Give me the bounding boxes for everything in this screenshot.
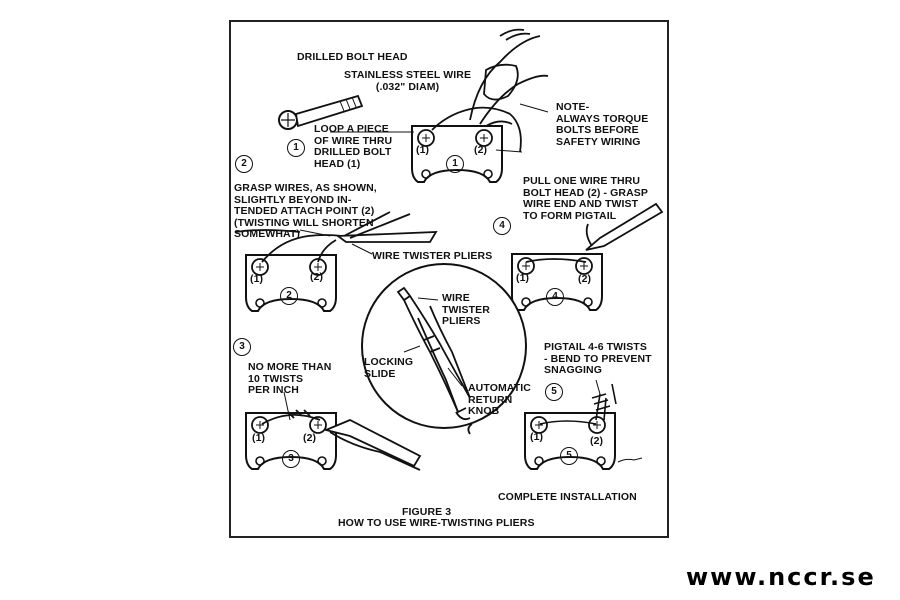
- locking-slide-label: LOCKING SLIDE: [364, 356, 414, 380]
- pull-one-wire-label: PULL ONE WIRE THRU BOLT HEAD (2) - GRASP…: [523, 175, 648, 222]
- drilled-bolt-head-label: DRILLED BOLT HEAD: [297, 51, 408, 63]
- hand-drawing: [431, 28, 549, 153]
- step-number-3: 3: [233, 338, 251, 356]
- wire-twister-pliers-label: WIRE TWISTER PLIERS: [372, 250, 493, 262]
- twister-pliers-drawing: [396, 286, 473, 435]
- step-number-5-plate: 5: [560, 447, 578, 465]
- pliers-step-3: [261, 409, 422, 471]
- pigtail-step-5: [539, 383, 643, 463]
- torque-note-label: NOTE- ALWAYS TORQUE BOLTS BEFORE SAFETY …: [556, 101, 649, 148]
- leader-lines: [283, 103, 601, 421]
- stainless-wire-label: STAINLESS STEEL WIRE (.032" DIAM): [344, 69, 472, 93]
- bolt-label-1-step-5: (1): [530, 431, 544, 443]
- website-watermark: www.nccr.se: [686, 563, 876, 591]
- loop-piece-label: LOOP A PIECE OF WIRE THRU DRILLED BOLT H…: [314, 123, 393, 170]
- complete-installation-label: COMPLETE INSTALLATION: [498, 491, 637, 503]
- step-number-1: 1: [287, 139, 305, 157]
- bolt-label-2-step-1: (2): [474, 144, 488, 156]
- bolt-label-2-step-5: (2): [590, 435, 604, 447]
- pigtail-label: PIGTAIL 4-6 TWISTS - BEND TO PREVENT SNA…: [544, 341, 652, 376]
- center-pliers-label: WIRE TWISTER PLIERS: [442, 292, 490, 327]
- pliers-step-4: [525, 202, 664, 263]
- drilled-bolt: [278, 94, 364, 130]
- step-number-3-plate: 3: [282, 450, 300, 468]
- bolt-label-1-step-1: (1): [416, 144, 430, 156]
- bolt-label-1-step-4: (1): [516, 272, 530, 284]
- bolt-label-2-step-3: (2): [303, 432, 317, 444]
- figure-caption: HOW TO USE WIRE-TWISTING PLIERS: [338, 517, 535, 529]
- return-knob-label: AUTOMATIC RETURN KNOB: [468, 382, 531, 417]
- step-number-1-plate: 1: [446, 155, 464, 173]
- bolt-label-2-step-2: (2): [310, 271, 324, 283]
- step-number-2: 2: [235, 155, 253, 173]
- step-number-5: 5: [545, 383, 563, 401]
- pliers-step-2: [235, 211, 438, 263]
- bolt-label-1-step-3: (1): [252, 432, 266, 444]
- twists-per-inch-label: NO MORE THAN 10 TWISTS PER INCH: [248, 361, 332, 396]
- bolt-label-2-step-4: (2): [578, 273, 592, 285]
- step-number-4-plate: 4: [546, 288, 564, 306]
- step-number-2-plate: 2: [280, 287, 298, 305]
- bolt-label-1-step-2: (1): [250, 273, 264, 285]
- detail-circle: [361, 263, 527, 429]
- step-number-4: 4: [493, 217, 511, 235]
- grasp-wires-label: GRASP WIRES, AS SHOWN, SLIGHTLY BEYOND I…: [234, 182, 377, 240]
- figure-number: FIGURE 3: [402, 506, 452, 518]
